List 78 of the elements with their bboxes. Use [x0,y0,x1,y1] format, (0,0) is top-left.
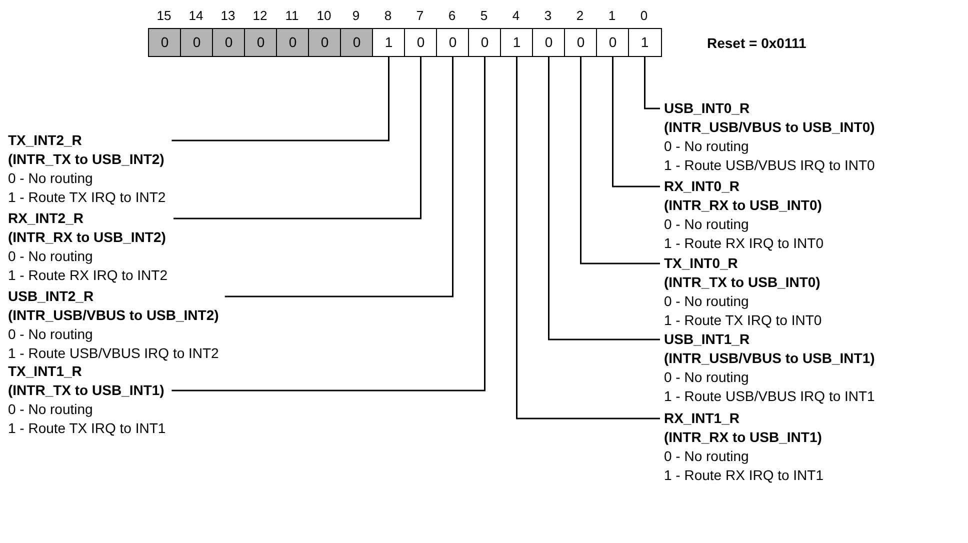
bit-cell: 0 [404,28,438,57]
value-description: 1 - Route USB/VBUS IRQ to INT2 [8,344,219,363]
bit-cell: 0 [244,28,278,57]
bit-cell: 0 [180,28,214,57]
leader-line [172,57,486,392]
field-description: (INTR_RX to USB_INT2) [8,228,166,247]
value-description: 1 - Route USB/VBUS IRQ to INT0 [664,156,875,175]
bit-number: 4 [511,8,521,24]
leader-line [580,57,660,264]
bit-cell: 0 [564,28,598,57]
bit-cell: 0 [340,28,374,57]
bit-number: 13 [220,8,236,24]
bit-number: 12 [252,8,268,24]
bit-number: 0 [639,8,649,24]
reset-value: Reset = 0x0111 [707,34,806,52]
field-description: (INTR_TX to USB_INT2) [8,150,164,169]
field-description: (INTR_TX to USB_INT0) [664,273,820,292]
leader-line [224,57,454,298]
bit-cell: 1 [628,28,662,57]
value-description: 0 - No routing [8,247,93,266]
bit-number: 7 [415,8,425,24]
field-name: RX_INT1_R [664,409,740,428]
field-description: (INTR_TX to USB_INT1) [8,381,164,400]
bit-number: 10 [316,8,332,24]
bit-number: 5 [479,8,489,24]
field-description: (INTR_RX to USB_INT0) [664,196,822,215]
bit-cell: 0 [532,28,566,57]
leader-line [612,57,660,188]
value-description: 0 - No routing [664,447,749,466]
value-description: 0 - No routing [664,215,749,234]
field-name: USB_INT1_R [664,330,750,349]
leader-line [548,57,660,340]
value-description: 0 - No routing [664,137,749,156]
bit-cell: 0 [596,28,630,57]
bit-number: 6 [447,8,457,24]
field-name: USB_INT2_R [8,287,94,306]
value-description: 0 - No routing [8,400,93,419]
value-description: 1 - Route USB/VBUS IRQ to INT1 [664,387,875,406]
value-description: 1 - Route RX IRQ to INT0 [664,234,824,253]
field-description: (INTR_USB/VBUS to USB_INT2) [8,306,219,325]
value-description: 1 - Route TX IRQ to INT0 [664,311,822,330]
field-name: TX_INT1_R [8,362,82,381]
leader-line [644,57,660,110]
bit-number: 3 [543,8,553,24]
bit-number: 2 [575,8,585,24]
field-name: TX_INT2_R [8,131,82,150]
bit-cell: 0 [308,28,342,57]
bit-number: 1 [607,8,617,24]
value-description: 0 - No routing [8,169,93,188]
field-description: (INTR_USB/VBUS to USB_INT1) [664,349,875,368]
value-description: 1 - Route RX IRQ to INT1 [664,466,824,485]
leader-line [516,57,660,420]
leader-line [174,57,422,220]
bit-cell: 0 [148,28,182,57]
bit-cell: 0 [468,28,502,57]
bit-cell: 1 [372,28,406,57]
bit-number: 9 [351,8,361,24]
value-description: 1 - Route TX IRQ to INT2 [8,188,166,207]
leader-line [172,57,390,142]
bit-cell: 0 [276,28,310,57]
field-name: RX_INT0_R [664,177,740,196]
bit-cell: 1 [500,28,534,57]
field-name: TX_INT0_R [664,254,738,273]
field-name: RX_INT2_R [8,209,84,228]
bit-cell: 0 [436,28,470,57]
bit-number: 8 [383,8,393,24]
value-description: 0 - No routing [664,292,749,311]
value-description: 1 - Route TX IRQ to INT1 [8,419,166,438]
value-description: 0 - No routing [8,325,93,344]
field-name: USB_INT0_R [664,99,750,118]
value-description: 1 - Route RX IRQ to INT2 [8,266,168,285]
bit-number: 14 [188,8,204,24]
field-description: (INTR_RX to USB_INT1) [664,428,822,447]
bit-number: 15 [156,8,172,24]
bit-number: 11 [284,8,300,24]
bit-cell: 0 [212,28,246,57]
field-description: (INTR_USB/VBUS to USB_INT0) [664,118,875,137]
value-description: 0 - No routing [664,368,749,387]
